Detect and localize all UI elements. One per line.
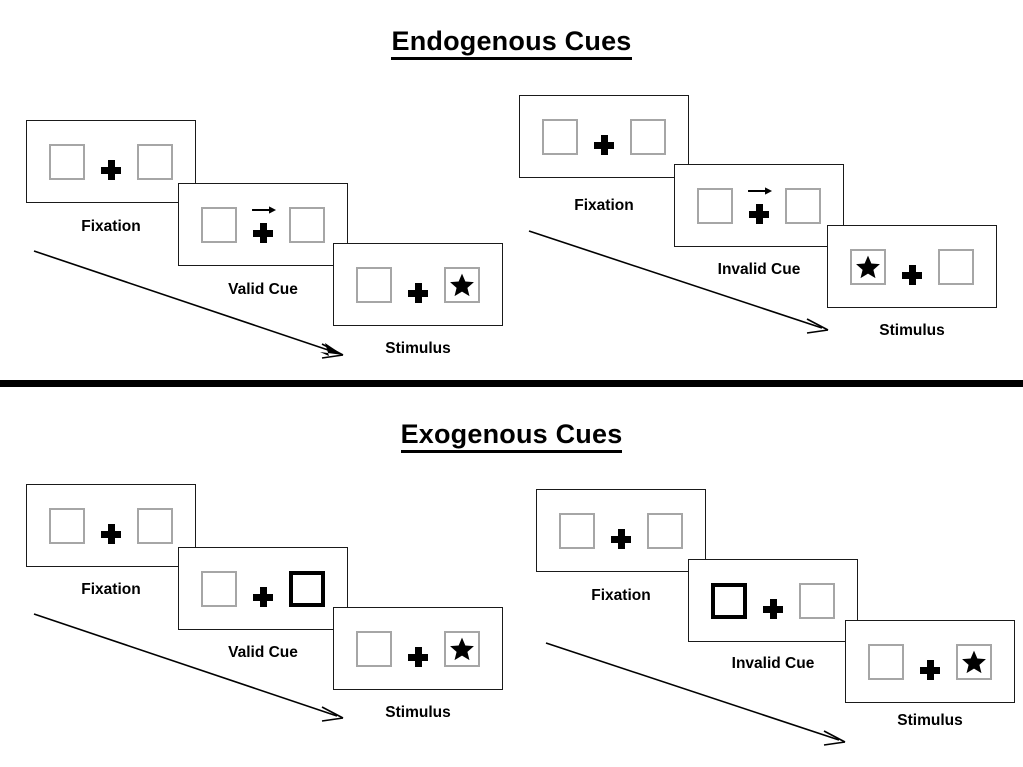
fixation-cross-icon bbox=[920, 659, 940, 680]
panel-exogenous-valid-stimulus bbox=[333, 607, 503, 690]
frame-content bbox=[711, 582, 835, 619]
panel-endogenous-valid-cue bbox=[178, 183, 348, 266]
fixation-cross-icon bbox=[408, 646, 428, 667]
frame-content bbox=[49, 507, 173, 544]
frame-content bbox=[697, 186, 821, 224]
panel-endogenous-invalid-cue bbox=[674, 164, 844, 247]
section-title-endogenous-text: Endogenous Cues bbox=[391, 26, 632, 60]
placeholder-box-left bbox=[356, 630, 392, 667]
frame-content bbox=[542, 118, 666, 155]
panel-exogenous-invalid-stimulus bbox=[845, 620, 1015, 703]
fixation-column bbox=[594, 119, 614, 155]
placeholder-box-right bbox=[444, 266, 480, 303]
section-divider bbox=[0, 380, 1023, 387]
fixation-column bbox=[408, 267, 428, 303]
fixation-column bbox=[408, 631, 428, 667]
fixation-cross-icon bbox=[101, 159, 121, 180]
placeholder-box-left bbox=[356, 266, 392, 303]
panel-exogenous-valid-fixation bbox=[26, 484, 196, 567]
sequence-arrow-endogenous-invalid bbox=[528, 230, 829, 334]
stage-label-exogenous-invalid-stimulus: Stimulus bbox=[897, 712, 963, 729]
placeholder-box-right bbox=[444, 630, 480, 667]
fixation-cross-icon bbox=[594, 134, 614, 155]
star-target-icon bbox=[450, 637, 474, 660]
fixation-cross-icon bbox=[408, 282, 428, 303]
panel-endogenous-invalid-stimulus bbox=[827, 225, 997, 308]
panel-exogenous-valid-cue bbox=[178, 547, 348, 630]
placeholder-box-right bbox=[956, 643, 992, 680]
fixation-cross-icon bbox=[101, 523, 121, 544]
fixation-cross-icon bbox=[902, 264, 922, 285]
placeholder-box-left bbox=[49, 507, 85, 544]
stage-label-exogenous-invalid-cue: Invalid Cue bbox=[731, 655, 815, 672]
fixation-column bbox=[101, 144, 121, 180]
placeholder-box-right bbox=[785, 187, 821, 224]
frame-content bbox=[201, 205, 325, 243]
arrow-right-cue-icon bbox=[748, 186, 773, 195]
placeholder-box-left bbox=[542, 118, 578, 155]
frame-content bbox=[868, 643, 992, 680]
placeholder-box-right bbox=[799, 582, 835, 619]
placeholder-box-left bbox=[850, 248, 886, 285]
fixation-cross-icon bbox=[253, 586, 273, 607]
placeholder-box-left bbox=[868, 643, 904, 680]
panel-exogenous-invalid-fixation bbox=[536, 489, 706, 572]
fixation-column bbox=[101, 508, 121, 544]
stage-label-exogenous-valid-fixation: Fixation bbox=[81, 581, 141, 598]
stage-label-endogenous-invalid-fixation: Fixation bbox=[574, 197, 634, 214]
stage-label-endogenous-valid-stimulus: Stimulus bbox=[385, 340, 451, 357]
frame-content bbox=[356, 266, 480, 303]
fixation-column bbox=[253, 571, 273, 607]
section-title-endogenous: Endogenous Cues bbox=[0, 26, 1023, 60]
fixation-cross-icon bbox=[749, 203, 769, 224]
panel-endogenous-valid-fixation bbox=[26, 120, 196, 203]
star-target-icon bbox=[962, 650, 986, 673]
stage-label-endogenous-invalid-cue: Invalid Cue bbox=[717, 261, 801, 278]
placeholder-box-right bbox=[137, 507, 173, 544]
stage-label-endogenous-valid-fixation: Fixation bbox=[81, 218, 141, 235]
placeholder-box-left bbox=[49, 143, 85, 180]
sequence-arrow-endogenous-valid bbox=[33, 250, 344, 359]
placeholder-box-left bbox=[559, 512, 595, 549]
placeholder-box-right bbox=[289, 206, 325, 243]
fixation-column bbox=[902, 249, 922, 285]
stage-label-exogenous-valid-stimulus: Stimulus bbox=[385, 704, 451, 721]
placeholder-box-right bbox=[137, 143, 173, 180]
star-target-icon bbox=[450, 273, 474, 296]
fixation-column bbox=[920, 644, 940, 680]
frame-content bbox=[356, 630, 480, 667]
sequence-arrow-exogenous-valid bbox=[33, 613, 344, 722]
fixation-column bbox=[748, 186, 773, 224]
fixation-column bbox=[252, 205, 277, 243]
placeholder-box-left bbox=[201, 570, 237, 607]
placeholder-box-left bbox=[697, 187, 733, 224]
section-title-exogenous-text: Exogenous Cues bbox=[400, 419, 623, 453]
panel-endogenous-invalid-fixation bbox=[519, 95, 689, 178]
stage-label-endogenous-invalid-stimulus: Stimulus bbox=[879, 322, 945, 339]
frame-content bbox=[49, 143, 173, 180]
placeholder-box-left bbox=[201, 206, 237, 243]
fixation-cross-icon bbox=[611, 528, 631, 549]
fixation-column bbox=[763, 583, 783, 619]
cued-box-right bbox=[289, 570, 325, 607]
frame-content bbox=[559, 512, 683, 549]
sequence-arrow-exogenous-invalid bbox=[545, 642, 846, 746]
panel-exogenous-invalid-cue bbox=[688, 559, 858, 642]
placeholder-box-right bbox=[630, 118, 666, 155]
star-target-icon bbox=[856, 255, 880, 278]
panel-endogenous-valid-stimulus bbox=[333, 243, 503, 326]
stage-label-exogenous-valid-cue: Valid Cue bbox=[228, 644, 298, 661]
frame-content bbox=[201, 570, 325, 607]
fixation-cross-icon bbox=[253, 222, 273, 243]
fixation-cross-icon bbox=[763, 598, 783, 619]
placeholder-box-right bbox=[647, 512, 683, 549]
placeholder-box-right bbox=[938, 248, 974, 285]
fixation-column bbox=[611, 513, 631, 549]
arrow-right-cue-icon bbox=[252, 205, 277, 214]
stage-label-endogenous-valid-cue: Valid Cue bbox=[228, 281, 298, 298]
cued-box-left bbox=[711, 582, 747, 619]
stage-label-exogenous-invalid-fixation: Fixation bbox=[591, 587, 651, 604]
frame-content bbox=[850, 248, 974, 285]
section-title-exogenous: Exogenous Cues bbox=[0, 419, 1023, 453]
